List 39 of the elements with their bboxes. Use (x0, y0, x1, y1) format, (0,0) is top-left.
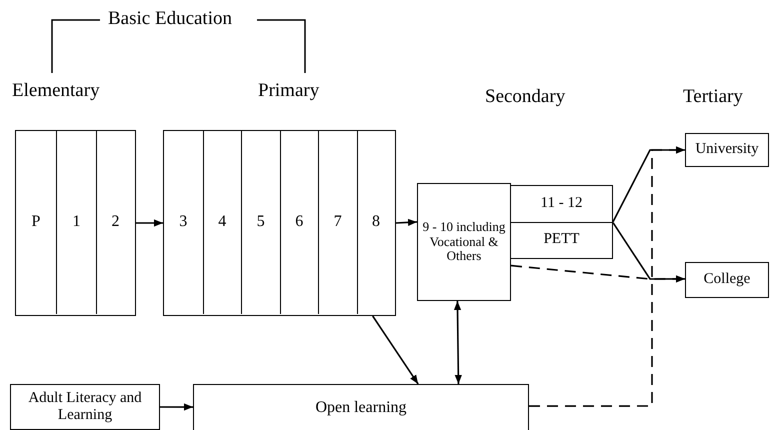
level-box (10, 384, 160, 430)
box-label: 7 (332, 213, 343, 232)
box-label: Adult Literacy and Learning (27, 390, 143, 424)
box-label: 3 (178, 213, 188, 232)
box-label: Open learning (314, 398, 408, 418)
arrow (396, 218, 418, 226)
box-label: 6 (294, 213, 304, 232)
box-label: 4 (217, 213, 228, 232)
grade-block (15, 130, 136, 316)
grade-block (163, 130, 396, 316)
box-label: University (694, 141, 760, 159)
box-label: 9 - 10 including Vocational & Others (422, 220, 506, 264)
level-box (685, 133, 769, 167)
arrow (612, 146, 685, 222)
level-box (510, 222, 613, 258)
group-heading: Basic Education (108, 8, 232, 30)
level-heading: Primary (258, 80, 320, 102)
box-label: 8 (371, 213, 381, 232)
box-label: P (30, 213, 42, 232)
level-box (685, 262, 769, 298)
arrow (454, 300, 462, 384)
level-heading: Tertiary (683, 86, 743, 108)
arrow (510, 264, 685, 283)
level-heading: Secondary (485, 86, 566, 108)
arrow (160, 403, 193, 411)
arrow (372, 316, 419, 384)
box-label: 5 (256, 213, 266, 232)
arrow (136, 219, 163, 227)
box-label: 11 - 12 (540, 195, 584, 213)
level-box (193, 384, 529, 430)
level-box (417, 183, 511, 301)
level-box (510, 185, 613, 223)
box-label: PETT (542, 231, 580, 249)
box-label: 1 (72, 213, 82, 232)
box-label: College (702, 271, 752, 289)
box-label: 2 (110, 213, 120, 232)
arrow (529, 146, 685, 407)
arrow (612, 222, 685, 283)
level-heading: Elementary (12, 80, 100, 102)
